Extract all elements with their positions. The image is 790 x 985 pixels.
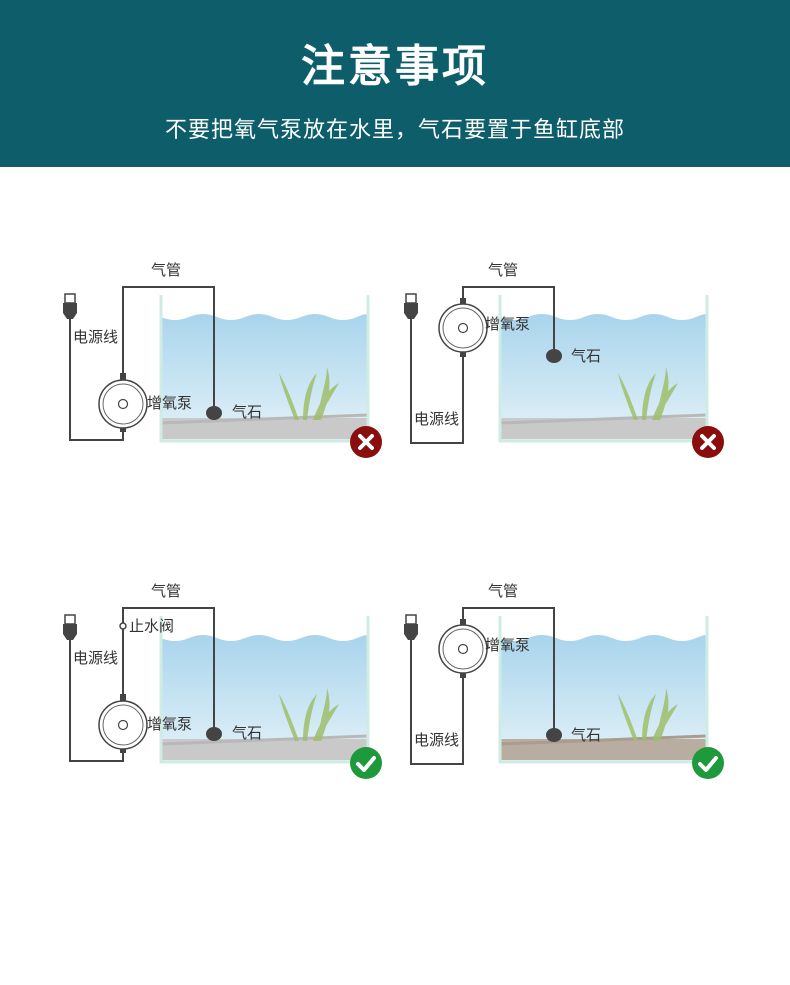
label-power-cord: 电源线: [414, 410, 460, 428]
label-air-stone: 气石: [232, 403, 263, 421]
gravel: [500, 739, 707, 760]
correct-icon: [692, 747, 724, 779]
label-air-tube: 气管: [151, 582, 182, 600]
wrong-icon: [350, 426, 382, 458]
gravel: [161, 739, 368, 760]
label-power-cord: 电源线: [73, 649, 119, 667]
aquarium-plant: [279, 367, 339, 420]
water: [500, 314, 708, 440]
usb-plug-icon: [404, 293, 418, 319]
gravel: [500, 418, 707, 439]
diagram-panel-4: 气管 增氧泵 电源线 气石: [397, 576, 737, 786]
tank: [498, 295, 709, 443]
diagram-panel-3: 气管 止水阀 电源线 增氧泵 气石: [55, 576, 395, 786]
label-air-tube: 气管: [151, 261, 182, 279]
usb-plug-icon: [63, 614, 77, 640]
tank: [159, 616, 370, 764]
panel-4-drawing: [404, 607, 709, 765]
wrong-icon: [692, 426, 724, 458]
check-valve-icon: [119, 622, 127, 630]
tank: [498, 616, 709, 764]
air-pump-icon: [98, 694, 148, 753]
label-air-stone: 气石: [571, 726, 602, 744]
page-subtitle: 不要把氧气泵放在水里，气石要置于鱼缸底部: [164, 118, 625, 143]
air-stone-icon: [546, 728, 562, 742]
usb-plug-icon: [404, 614, 418, 640]
label-power-cord: 电源线: [414, 731, 460, 749]
air-pump-icon: [438, 619, 488, 678]
panel-1-drawing: [63, 286, 370, 443]
air-pump-icon: [98, 373, 148, 432]
label-air-pump: 增氧泵: [485, 636, 531, 654]
panel-2-drawing: [404, 286, 709, 444]
diagram-panel-2: 气管 增氧泵 气石 电源线: [397, 255, 737, 465]
label-power-cord: 电源线: [73, 328, 119, 346]
air-stone-icon: [206, 727, 222, 741]
panel-3-drawing: [63, 607, 370, 764]
label-air-pump: 增氧泵: [147, 394, 193, 412]
page-title: 注意事项: [301, 41, 489, 92]
aquarium-plant: [618, 367, 678, 420]
usb-plug-icon: [63, 293, 77, 319]
air-stone-icon: [206, 406, 222, 420]
aquarium-plant: [279, 688, 339, 741]
tank: [159, 295, 370, 443]
label-air-stone: 气石: [232, 724, 263, 742]
label-air-pump: 增氧泵: [485, 315, 531, 333]
correct-icon: [350, 747, 382, 779]
label-air-tube: 气管: [488, 582, 519, 600]
header-banner: 注意事项 不要把氧气泵放在水里，气石要置于鱼缸底部: [0, 0, 790, 167]
aquarium-plant: [618, 688, 678, 741]
diagram-panel-1: 气管 电源线 增氧泵 气石: [55, 255, 395, 465]
label-check-valve: 止水阀: [129, 617, 175, 635]
label-air-tube: 气管: [488, 261, 519, 279]
air-pump-icon: [438, 298, 488, 357]
label-air-stone: 气石: [571, 347, 602, 365]
air-stone-icon: [546, 349, 562, 363]
gravel: [161, 418, 368, 439]
label-air-pump: 增氧泵: [147, 715, 193, 733]
